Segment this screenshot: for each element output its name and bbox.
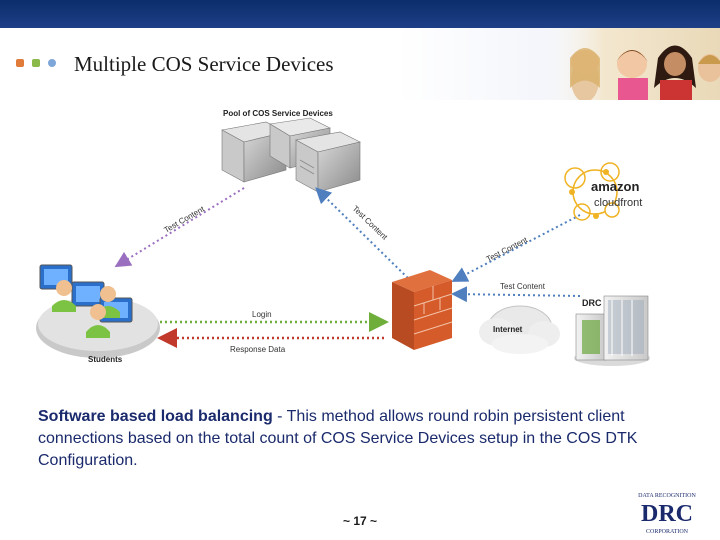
response-data-label: Response Data xyxy=(230,345,286,354)
green-dot xyxy=(32,59,40,67)
test-content-cloud-label: Test Content xyxy=(485,235,530,264)
drc-logo: DATA RECOGNITION DRC CORPORATION xyxy=(638,493,696,535)
internet-label: Internet xyxy=(493,325,523,334)
server-pool xyxy=(221,117,361,193)
top-bar xyxy=(0,0,720,28)
test-content-right-label: Test Content xyxy=(351,204,390,242)
internet-cloud xyxy=(479,305,560,354)
network-diagram: Pool of COS Service Devices Test Content… xyxy=(36,109,650,366)
pool-label: Pool of COS Service Devices xyxy=(223,109,333,118)
test-content-left-label: Test Content xyxy=(163,204,207,235)
page-number: ~ 17 ~ xyxy=(342,514,378,528)
drc-label: DRC xyxy=(582,298,602,308)
body-text-bold: Software based load balancing xyxy=(38,408,273,425)
firewall xyxy=(392,270,453,350)
cloudfront-top-label: amazon xyxy=(591,179,639,194)
orange-dot xyxy=(16,59,24,67)
students-label: Students xyxy=(88,355,123,364)
logo-main-text: DRC xyxy=(641,501,693,527)
logo-bottom-text: CORPORATION xyxy=(646,529,689,535)
cloudfront-bottom-label: cloudfront xyxy=(594,197,642,209)
students-group xyxy=(36,264,160,358)
body-text: Software based load balancing - This met… xyxy=(38,406,688,472)
test-content-drc-label: Test Content xyxy=(500,282,546,291)
logo-top-text: DATA RECOGNITION xyxy=(638,493,696,499)
drc-building xyxy=(574,295,650,366)
students-photo xyxy=(540,28,720,100)
test-content-drc-arrow xyxy=(451,286,581,303)
login-label: Login xyxy=(252,310,272,319)
body-text-rest: - This method allows round robin persist… xyxy=(38,408,638,469)
page-title: Multiple COS Service Devices xyxy=(74,52,334,76)
cloudfront-logo xyxy=(564,162,620,221)
title-dots xyxy=(16,59,68,69)
test-content-cloud-arrow xyxy=(451,214,581,282)
blue-dot xyxy=(48,59,56,67)
test-content-right-arrow xyxy=(315,187,416,286)
